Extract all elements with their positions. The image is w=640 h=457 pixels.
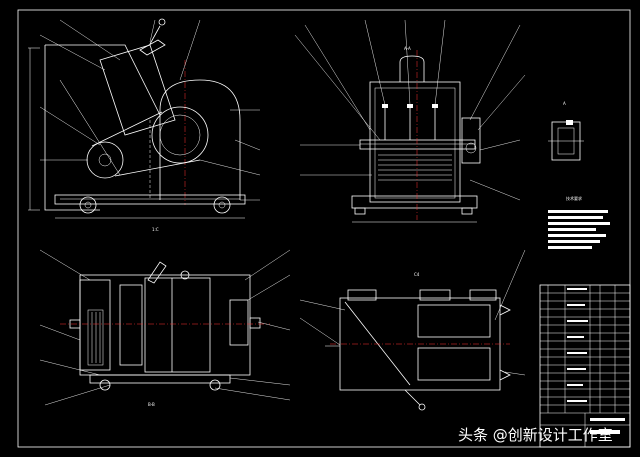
sheet-border xyxy=(17,9,631,448)
section-aa-view: A-A xyxy=(294,19,526,223)
front-view-caption: 1:C xyxy=(152,227,159,232)
front-view: 1:C xyxy=(28,18,261,232)
detail-a-view: A xyxy=(548,101,584,161)
plan-view-bb: B-B xyxy=(39,249,291,407)
section-aa-label: A-A xyxy=(404,46,411,51)
top-view: C4 xyxy=(299,249,526,411)
tech-notes: 技术要求 xyxy=(548,195,610,249)
parts-list xyxy=(539,284,631,448)
plan-view-label: B-B xyxy=(148,402,155,407)
watermark: 头条 @创新设计工作室 xyxy=(458,426,613,444)
detail-a-label: A xyxy=(563,101,566,106)
top-view-label: C4 xyxy=(414,272,420,277)
tech-notes-title: 技术要求 xyxy=(566,195,582,201)
